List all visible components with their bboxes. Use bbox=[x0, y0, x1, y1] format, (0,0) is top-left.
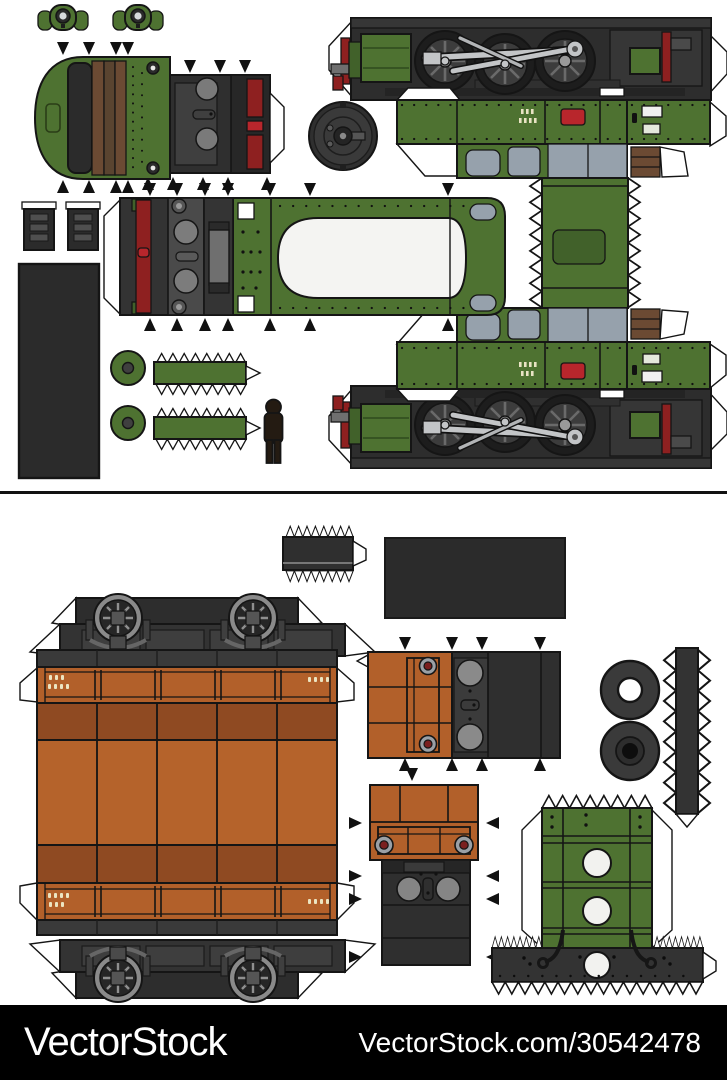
dark-roof-panel bbox=[17, 262, 101, 480]
wagon-body-wrap bbox=[19, 649, 355, 936]
wagon-end-horizontal bbox=[355, 637, 561, 771]
washers bbox=[599, 659, 661, 782]
hood-front-wrap bbox=[33, 56, 285, 180]
chassis-side-top bbox=[329, 18, 727, 100]
scale-figure bbox=[263, 398, 284, 464]
wagon-dark-panel bbox=[384, 537, 566, 619]
wagon-bogie-top bbox=[30, 594, 375, 656]
boiler-cab-wrap bbox=[395, 87, 727, 402]
step-pieces bbox=[21, 201, 101, 251]
vectorstock-url: VectorStock.com/30542478 bbox=[358, 1026, 701, 1058]
boiler-discs bbox=[110, 350, 146, 441]
loco-front-plate bbox=[491, 794, 717, 995]
roof-plan-strip bbox=[103, 183, 506, 331]
vectorstock-logo: VectorStock bbox=[24, 1020, 227, 1064]
boiler-glue-strips bbox=[153, 352, 262, 451]
watermark-bar: VectorStock VectorStock.com/30542478 bbox=[0, 1005, 727, 1080]
smokebox-disc bbox=[308, 101, 378, 171]
wagon-end-vertical bbox=[349, 768, 499, 966]
small-glue-strip bbox=[282, 525, 367, 583]
dome-caps bbox=[37, 4, 164, 31]
chassis-side-bottom bbox=[329, 386, 727, 468]
section-divider bbox=[0, 491, 727, 494]
wagon-bogie-bottom bbox=[30, 940, 375, 1002]
paper-model-illustration bbox=[0, 4, 727, 1005]
vertical-glue-strip bbox=[662, 647, 712, 829]
